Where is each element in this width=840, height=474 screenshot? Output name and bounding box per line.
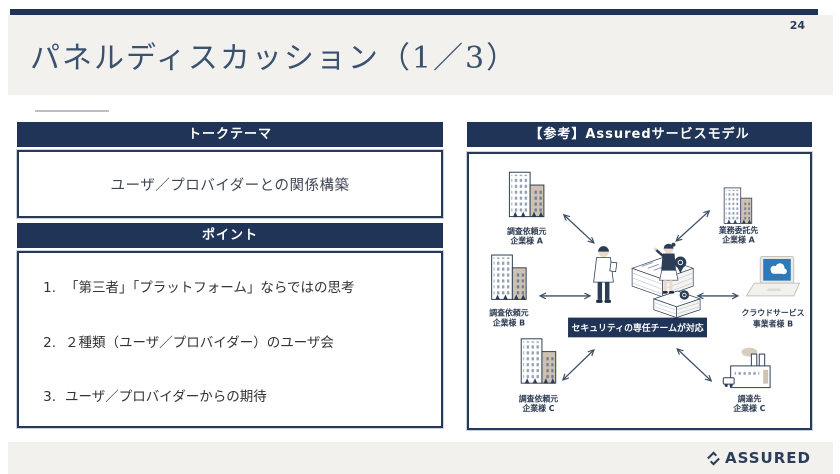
connector-arrow <box>563 350 594 380</box>
node-label: 調査依頼元 <box>489 308 528 318</box>
security-team-badge-text: セキュリティの専任チームが対応 <box>571 322 703 334</box>
connector-arrow <box>564 215 594 243</box>
cloud-laptop-icon <box>745 256 801 297</box>
security-team-illustration: セキュリティの専任チームが対応 <box>568 242 708 338</box>
point-number: 1. <box>43 280 56 296</box>
node-cloud-provider-b: クラウドサービス 事業者様 B <box>742 256 805 328</box>
office-building-icon <box>723 187 753 225</box>
office-building-icon <box>491 254 527 301</box>
node-requester-b: 調査依頼元 企業様 B <box>489 254 529 327</box>
service-model-diagram: 調査依頼元 企業様 A 調査依頼元 企業様 B 調査依頼元 企業様 C 業務委託… <box>489 171 805 413</box>
connector-arrows <box>540 211 737 381</box>
node-requester-a: 調査依頼元 企業様 A <box>507 171 546 246</box>
point-text: ユーザ／プロバイダーからの期待 <box>65 389 267 406</box>
node-label: 企業様 C <box>732 403 765 413</box>
node-label: 企業様 C <box>521 403 554 413</box>
node-label: 企業様 B <box>492 317 525 327</box>
factory-icon <box>722 347 771 389</box>
sync-diamond-icon <box>707 450 720 466</box>
node-label: 調査依頼元 <box>519 393 558 403</box>
header-band: 24 パネルディスカッション（1／3） <box>8 15 833 95</box>
talk-theme-text: ユーザ／プロバイダーとの関係構築 <box>110 177 350 194</box>
logo-text: ASSURED <box>725 449 811 467</box>
point-number: 3. <box>43 389 56 406</box>
connector-arrow <box>677 349 711 381</box>
node-label: クラウドサービス <box>742 308 805 318</box>
connector-arrow <box>676 211 709 241</box>
accent-bar <box>10 9 818 15</box>
node-label: 調達先 <box>738 393 762 403</box>
node-supplier-c: 調達先 企業様 C <box>722 347 771 413</box>
point-item: 2. ２種類（ユーザ／プロバイダー）のユーザ会 <box>41 335 433 353</box>
presenter-person-icon <box>653 242 679 294</box>
point-number: 2. <box>43 334 56 351</box>
reference-header-bar: 【参考】Assuredサービスモデル <box>467 122 812 147</box>
point-item: 1. 「第三者」「プラットフォーム」ならではの思考 <box>41 280 433 298</box>
footer-band: ASSURED <box>8 442 833 474</box>
assured-logo: ASSURED <box>706 449 811 467</box>
office-building-icon <box>508 171 545 218</box>
office-building-icon <box>520 338 557 385</box>
node-label: 調査依頼元 <box>507 226 546 236</box>
point-item: 3. ユーザ／プロバイダーからの期待 <box>41 389 433 407</box>
service-model-box: 調査依頼元 企業様 A 調査依頼元 企業様 B 調査依頼元 企業様 C 業務委託… <box>467 152 812 430</box>
talk-theme-box: ユーザ／プロバイダーとの関係構築 <box>17 150 443 218</box>
node-label: 業務委託先 <box>718 225 758 235</box>
analyst-person-icon <box>593 246 618 303</box>
title-underline <box>35 110 109 112</box>
certification-seal-icon <box>674 256 687 269</box>
points-header-bar: ポイント <box>17 223 443 248</box>
node-requester-c: 調査依頼元 企業様 C <box>519 338 558 413</box>
point-text: ２種類（ユーザ／プロバイダー）のユーザ会 <box>65 334 334 351</box>
talk-theme-header-bar: トークテーマ <box>17 122 443 147</box>
node-label: 企業様 A <box>509 236 543 246</box>
node-label: 事業者様 B <box>753 318 793 328</box>
node-outsourcee-a: 業務委託先 企業様 A <box>718 187 758 245</box>
node-label: 企業様 A <box>721 235 755 245</box>
security-team-badge <box>568 317 708 338</box>
page-title: パネルディスカッション（1／3） <box>30 41 519 76</box>
point-text: 「第三者」「プラットフォーム」ならではの思考 <box>65 280 355 296</box>
points-box: 1. 「第三者」「プラットフォーム」ならではの思考 2. ２種類（ユーザ／プロバ… <box>17 251 443 428</box>
page-number: 24 <box>789 19 805 32</box>
